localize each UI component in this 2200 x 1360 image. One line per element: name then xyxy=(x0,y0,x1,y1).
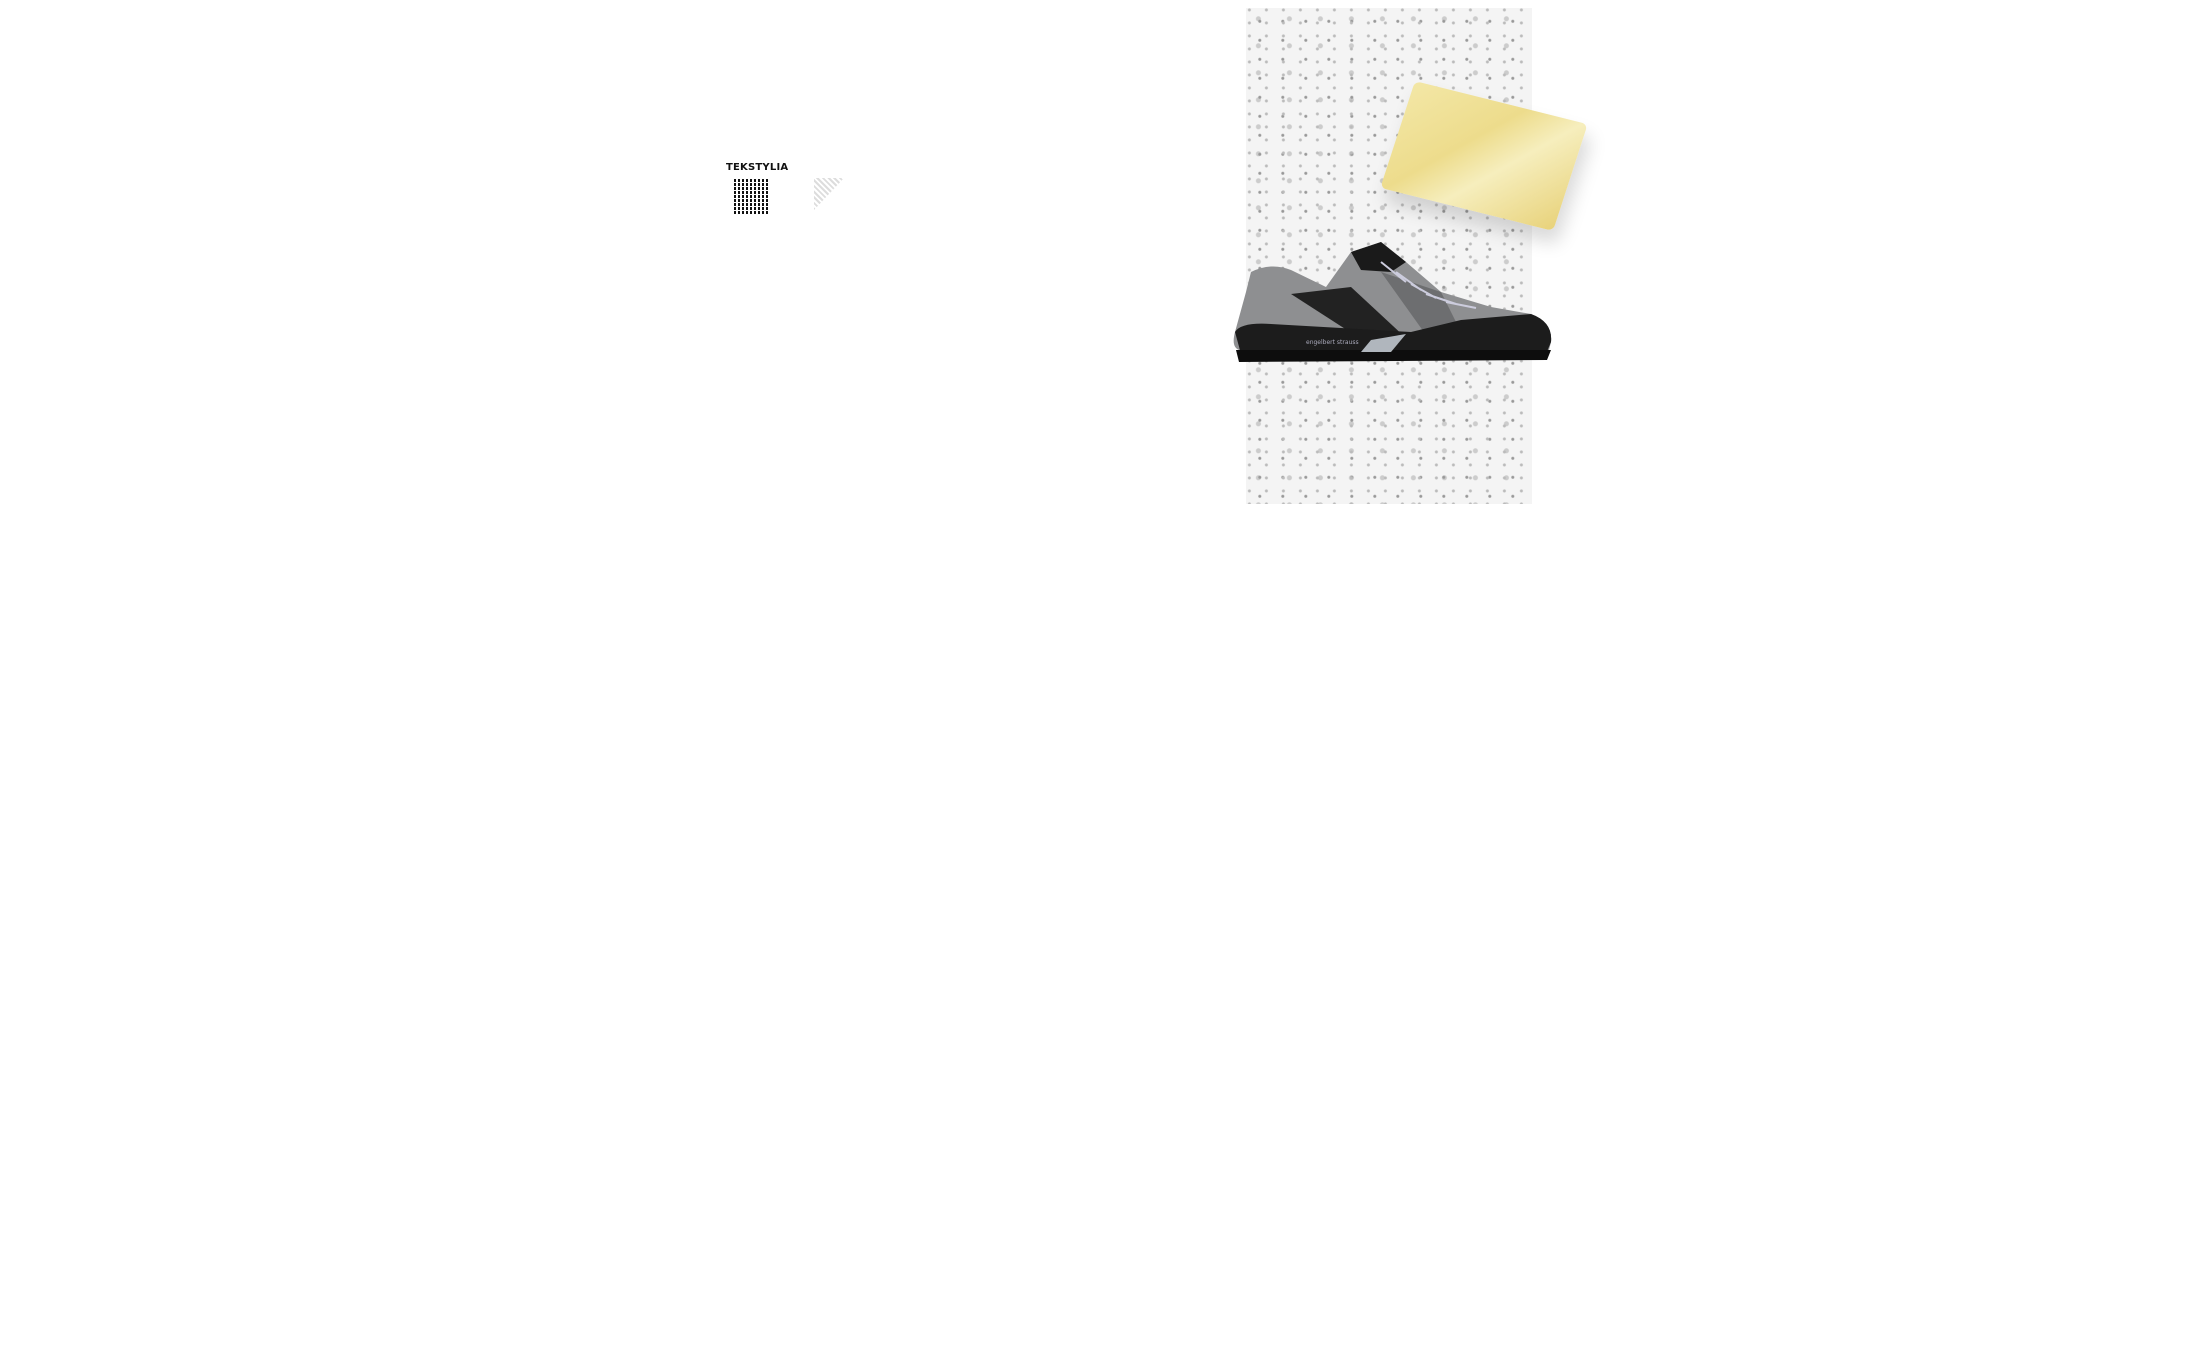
textile-corner-icon xyxy=(814,178,844,210)
work-shoe-image: engelbert strauss xyxy=(1233,242,1552,362)
textile-weave-icon[interactable] xyxy=(734,178,768,214)
category-label: TEKSTYLIA xyxy=(726,162,789,173)
brand-lettering: engelbert strauss xyxy=(1306,339,1359,346)
